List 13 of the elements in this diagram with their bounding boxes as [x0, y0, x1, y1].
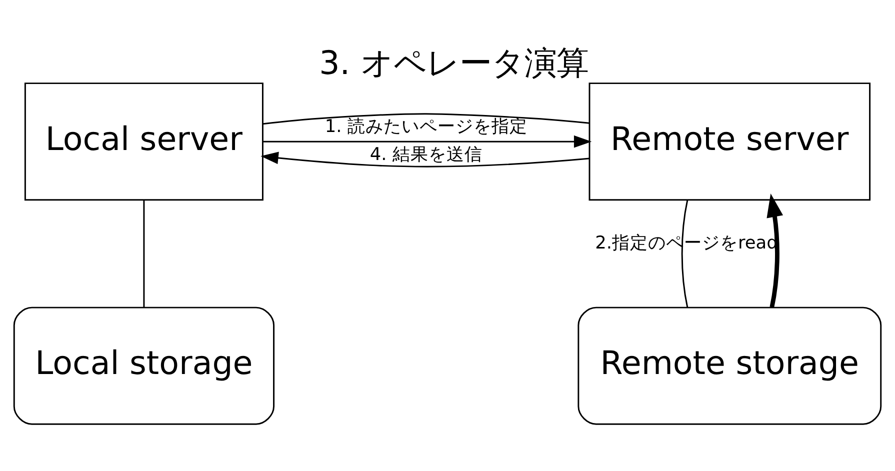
arrow: [263, 134, 592, 148]
edge-label: 1. 読みたいページを指定: [324, 116, 528, 137]
arrow: [260, 151, 590, 167]
connector: [262, 112, 590, 124]
node-box: Remote server: [588, 82, 871, 200]
node-box: Remote storage: [578, 306, 882, 424]
connector: [143, 200, 145, 307]
node-label: 3. オペレータ演算: [319, 43, 588, 82]
node-box: Local server: [24, 82, 264, 200]
arrow: [766, 192, 784, 308]
connector: [681, 199, 688, 307]
node-box: Local storage: [13, 306, 275, 424]
edge-label: 4. 結果を送信: [370, 144, 482, 165]
